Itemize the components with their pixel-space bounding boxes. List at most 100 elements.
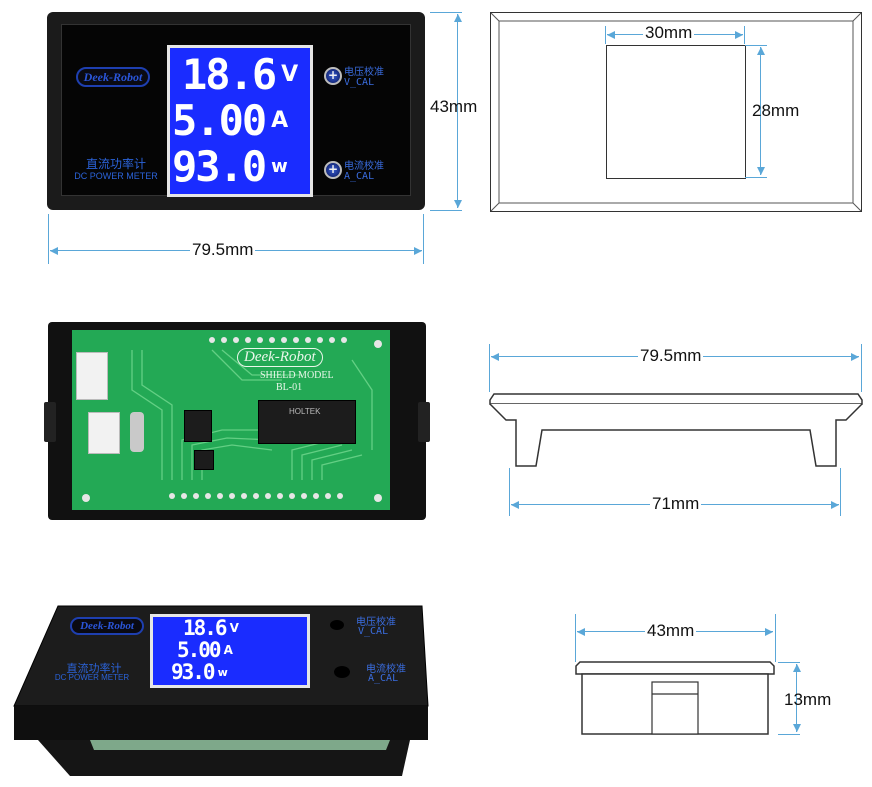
reading-current-unit: A: [271, 107, 289, 133]
side-width-bottom-tick-left: [509, 468, 511, 516]
angled-voltage-cal-en: V_CAL: [358, 626, 389, 637]
title-chinese: 直流功率计: [85, 157, 146, 171]
pcb-board: Deek-Robot SHIELD MODEL BL-01 HOLTEK: [72, 330, 390, 510]
side-width-bottom-label: 71mm: [650, 494, 702, 514]
front-height-tick-top: [430, 12, 462, 14]
pcb-board-id: BL-01: [276, 382, 303, 393]
angled-voltage-pot-hole: [330, 620, 344, 630]
reading-current-value: 5.00: [172, 95, 267, 145]
angled-row-power: 93.0 W: [153, 660, 307, 684]
current-cal-label-en: A_CAL: [344, 171, 375, 182]
panel-bevel-corners: [491, 13, 861, 211]
side-width-top-label: 79.5mm: [638, 346, 704, 366]
arrow-down-icon: [757, 167, 765, 175]
end-depth-tick-top: [778, 662, 800, 664]
current-cal-label-cn: 电流校准: [344, 161, 384, 172]
case-clip-right: [418, 402, 430, 442]
angled-row-current: 5.00 A: [153, 638, 307, 662]
arrow-down-icon: [454, 200, 462, 208]
arrow-left-icon: [577, 628, 585, 636]
arrow-left-icon: [511, 501, 519, 509]
reading-row-current: 5.00 A: [170, 95, 310, 145]
angled-voltage-unit: V: [229, 621, 239, 635]
front-width-label: 79.5mm: [190, 240, 256, 260]
angled-brand-logo: Deek-Robot: [70, 617, 144, 635]
voltage-cal-label-cn: 电压校准: [344, 67, 384, 78]
reading-row-voltage: 18.6 V: [170, 49, 310, 99]
reading-voltage-value: 18.6: [182, 49, 277, 99]
front-height-tick-bottom: [430, 210, 462, 212]
angled-current-value: 5.00: [177, 638, 222, 662]
front-width-tick-right: [423, 214, 425, 264]
end-depth-tick-bottom: [778, 734, 800, 736]
arrow-down-icon: [793, 724, 801, 732]
lcd-display: 18.6 V 5.00 A 93.0 W: [167, 45, 313, 197]
pcb-traces: [82, 337, 382, 502]
end-depth-label: 13mm: [784, 690, 832, 709]
meter-back-view: Deek-Robot SHIELD MODEL BL-01 HOLTEK: [44, 322, 430, 520]
arrow-left-icon: [50, 247, 58, 255]
pcb-brand: Deek-Robot: [237, 348, 323, 367]
side-width-top-tick-right: [861, 344, 863, 392]
arrow-right-icon: [765, 628, 773, 636]
angled-voltage-value: 18.6: [183, 616, 228, 640]
end-width-tick-left: [575, 614, 577, 662]
connector-bottom: [88, 412, 120, 454]
angled-current-cal-cn: 电流校准: [366, 664, 406, 675]
chip-label: HOLTEK: [289, 407, 321, 416]
meter-front-view: Deek-Robot 直流功率计 DC POWER METER 18.6 V 5…: [47, 12, 425, 210]
meter-front-panel: Deek-Robot 直流功率计 DC POWER METER 18.6 V 5…: [61, 24, 411, 197]
cutout-height-dimension-line: [760, 47, 761, 175]
arrow-right-icon: [851, 353, 859, 361]
cutout-width-label: 30mm: [643, 23, 695, 43]
voltage-cal-potentiometer-icon: [324, 67, 342, 85]
main-ic-chip: HOLTEK: [258, 400, 356, 444]
reading-voltage-unit: V: [281, 61, 299, 87]
arrow-left-icon: [607, 31, 615, 39]
front-width-tick-left: [48, 214, 50, 264]
voltage-cal-label-en: V_CAL: [344, 77, 375, 88]
arrow-right-icon: [831, 501, 839, 509]
arrow-left-icon: [491, 353, 499, 361]
front-height-label: 43mm: [430, 97, 478, 116]
side-width-bottom-tick-right: [840, 468, 842, 516]
arrow-up-icon: [757, 47, 765, 55]
angled-voltage-cal-cn: 电压校准: [356, 617, 396, 628]
small-ic-chip: [194, 450, 214, 470]
arrow-right-icon: [414, 247, 422, 255]
connector-top: [76, 352, 108, 400]
cutout-height-tick-bottom: [745, 177, 767, 179]
side-width-top-tick-left: [489, 344, 491, 392]
angled-row-voltage: 18.6 V: [153, 616, 307, 640]
angled-current-cal-en: A_CAL: [368, 673, 399, 684]
title-english: DC POWER METER: [74, 171, 158, 181]
angled-power-value: 93.0: [171, 660, 216, 684]
cutout-width-tick-left: [605, 26, 607, 44]
side-profile-drawing: [489, 393, 863, 467]
arrow-up-icon: [454, 14, 462, 22]
crystal: [130, 412, 144, 452]
angled-power-unit: W: [217, 665, 228, 679]
reading-power-unit: W: [271, 155, 288, 177]
secondary-ic-chip: [184, 410, 212, 442]
angled-current-pot-hole: [334, 666, 350, 678]
end-width-tick-right: [775, 614, 777, 662]
angled-title-chinese: 直流功率计: [66, 662, 122, 675]
end-profile-drawing: [575, 661, 775, 735]
end-depth-dimension-line: [796, 664, 797, 732]
cutout-height-tick-top: [745, 45, 767, 47]
current-cal-potentiometer-icon: [324, 161, 342, 179]
angled-lcd-display: 18.6 V 5.00 A 93.0 W: [150, 614, 310, 688]
reading-row-power: 93.0 W: [170, 141, 310, 191]
angled-title-english: DC POWER METER: [54, 673, 130, 682]
reading-power-value: 93.0: [172, 141, 267, 191]
pcb-shield-model: SHIELD MODEL: [260, 370, 334, 381]
case-clip-left: [44, 402, 56, 442]
angled-current-unit: A: [223, 643, 233, 657]
brand-logo: Deek-Robot: [76, 67, 150, 87]
display-cutout: [606, 45, 746, 179]
arrow-up-icon: [793, 664, 801, 672]
cutout-height-label: 28mm: [752, 101, 800, 120]
arrow-right-icon: [735, 31, 743, 39]
front-height-dimension-line: [457, 14, 458, 208]
